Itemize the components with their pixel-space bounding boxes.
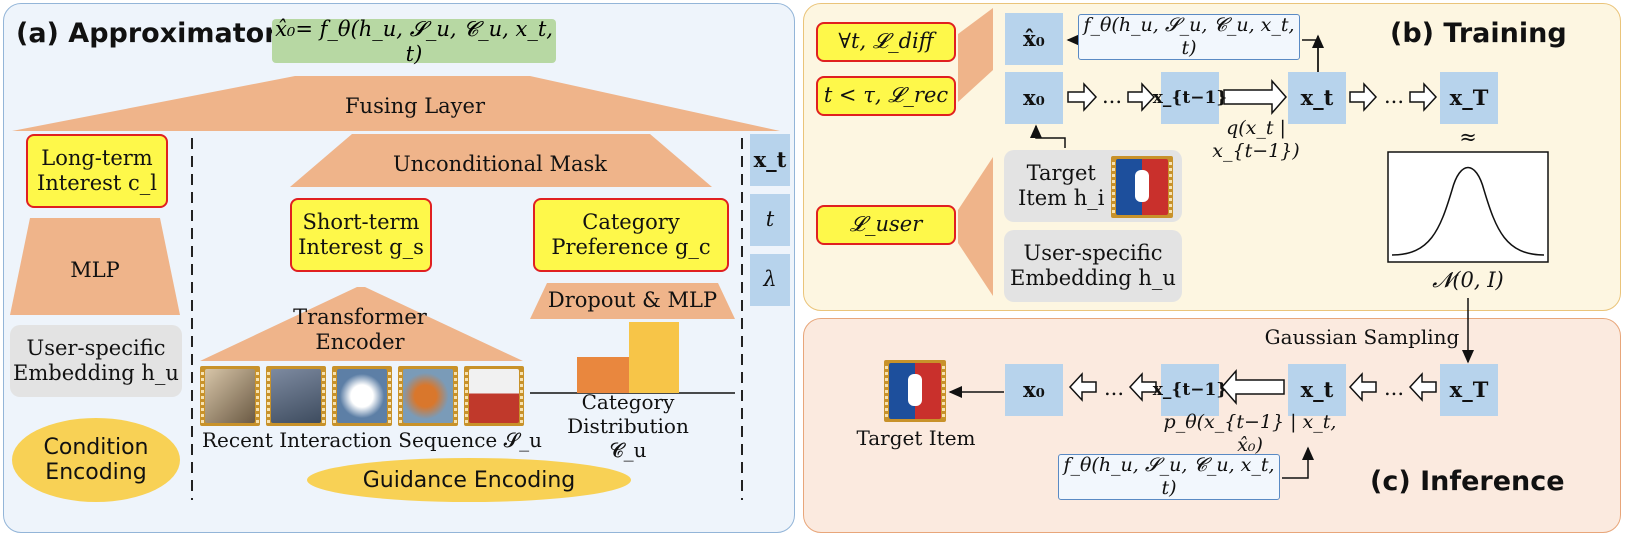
short-term-interest-box: Short-term Interest g_s <box>290 198 432 272</box>
unconditional-mask-label: Unconditional Mask <box>392 152 608 177</box>
sequence-film-3 <box>332 366 392 426</box>
fwd-arrow-3 <box>1349 82 1378 112</box>
user-embedding-box-a: User-specific Embedding h_u <box>10 325 182 397</box>
category-bar-2 <box>629 322 679 393</box>
arrow-ftheta-to-reverse <box>1282 446 1314 479</box>
infer-chain-x0: x₀ <box>1005 364 1063 416</box>
training-title: (b) Training <box>1390 18 1567 49</box>
infer-chain-xt: x_t <box>1288 364 1346 416</box>
train-chain-xtm1: x_{t−1} <box>1153 72 1227 124</box>
gaussian-box <box>1387 151 1549 263</box>
approximator-formula: x̂₀= f_θ(h_u, 𝓢_u, 𝓒_u, x_t, t) <box>272 16 556 66</box>
loss-rec-box: t < τ, 𝓛_rec <box>816 76 956 116</box>
side-input-t: t <box>750 194 790 246</box>
condition-encoding-line1: Condition <box>43 435 149 460</box>
user-embed-b-line2: Embedding h_u <box>1010 266 1176 290</box>
fwd-arrow-2 <box>1127 82 1156 112</box>
fwd-arrow-4 <box>1409 82 1438 112</box>
long-term-line1: Long-term <box>41 145 153 170</box>
rev-arrow-2 <box>1348 372 1377 402</box>
transformer-line1: Transformer <box>293 304 427 329</box>
transformer-shape <box>200 287 523 361</box>
formula-text: x̂₀= f_θ(h_u, 𝓢_u, 𝓒_u, x_t, t) <box>275 16 553 66</box>
fusing-layer-label: Fusing Layer <box>344 94 486 119</box>
transformer-encoder-label: Transformer Encoder <box>280 300 440 360</box>
training-ftheta: f_θ(h_u, 𝓢_u, 𝓒_u, x_t, t) <box>1078 14 1300 60</box>
approx-symbol: ≈ <box>1459 125 1477 150</box>
training-loss-funnel <box>958 8 993 102</box>
target-item-film-b <box>1111 156 1173 218</box>
train-dots-2: ... <box>1383 84 1405 109</box>
sequence-film-2 <box>266 366 326 426</box>
train-dots-1: ... <box>1101 84 1123 109</box>
infer-dots-1: ... <box>1383 376 1405 401</box>
long-term-interest-box: Long-term Interest c_l <box>26 134 168 208</box>
train-chain-x0: x₀ <box>1005 72 1063 124</box>
inference-ftheta: f_θ(h_u, 𝓢_u, 𝓒_u, x_t, t) <box>1058 454 1280 500</box>
transformer-line2: Encoder <box>315 330 405 354</box>
sequence-film-5 <box>464 366 524 426</box>
normal-distribution-label: 𝓝(0, I) <box>1432 268 1504 293</box>
gaussian-curve <box>1391 167 1545 256</box>
nba-logo-icon <box>908 374 922 406</box>
unconditional-mask-shape <box>290 134 712 187</box>
category-pref-line1: Category <box>582 209 680 234</box>
nba-logo-icon <box>1135 170 1149 202</box>
training-x0hat: x̂₀ <box>1005 13 1063 65</box>
side-input-lambda: λ <box>750 254 790 306</box>
fwd-arrow-1 <box>1067 82 1098 112</box>
rev-arrow-3 <box>1128 372 1157 402</box>
train-chain-xt: x_t <box>1288 72 1346 124</box>
approximator-title: (a) Approximator <box>16 18 278 49</box>
loss-diff-box: ∀t, 𝓛_diff <box>816 22 956 62</box>
rev-arrow-big <box>1221 369 1285 405</box>
rev-arrow-1 <box>1408 372 1437 402</box>
arrow-target-to-x0 <box>1030 124 1066 148</box>
inference-title: (c) Inference <box>1370 466 1565 497</box>
infer-dots-2: ... <box>1103 376 1125 401</box>
mlp-shape <box>10 218 180 315</box>
category-dist-line2: Distribution 𝓒_u <box>567 414 689 462</box>
fwd-arrow-big <box>1223 79 1287 115</box>
condition-encoding-pill: Condition Encoding <box>12 418 180 502</box>
user-embedding-box-b: User-specific Embedding h_u <box>1004 230 1182 302</box>
category-distribution-label: Category Distribution 𝓒_u <box>548 390 708 462</box>
category-pref-line2: Preference g_c <box>551 235 711 259</box>
target-item-film-c <box>884 360 946 422</box>
category-dist-line1: Category <box>581 390 675 414</box>
condition-encoding-line2: Encoding <box>45 460 147 485</box>
sequence-film-1 <box>200 366 260 426</box>
gaussian-sampling-label: Gaussian Sampling <box>1264 325 1460 349</box>
arrow-xt-to-ftheta <box>1302 39 1319 72</box>
recent-sequence-label: Recent Interaction Sequence 𝓢_u <box>202 428 542 452</box>
infer-chain-xtm1: x_{t−1} <box>1153 364 1227 416</box>
target-item-line1: Target <box>1026 160 1096 185</box>
short-term-line1: Short-term <box>302 209 420 234</box>
user-embed-a-line1: User-specific <box>26 335 166 360</box>
long-term-line2: Interest c_l <box>36 171 158 195</box>
sequence-film-4 <box>398 366 458 426</box>
guidance-encoding-pill: Guidance Encoding <box>307 458 631 502</box>
side-input-xt: x_t <box>750 134 790 186</box>
category-preference-box: Category Preference g_c <box>533 198 729 272</box>
forward-q-label: q(x_t | x_{t−1}) <box>1212 117 1300 162</box>
loss-user-box: 𝓛_user <box>816 205 956 245</box>
short-term-line2: Interest g_s <box>298 235 424 259</box>
train-chain-xT: x_T <box>1440 72 1498 124</box>
inference-target-item-label: Target Item <box>856 426 976 450</box>
infer-chain-xT: x_T <box>1440 364 1498 416</box>
rev-arrow-4 <box>1068 372 1097 402</box>
user-embed-a-line2: Embedding h_u <box>13 361 179 385</box>
user-loss-funnel <box>958 157 993 296</box>
dropout-mlp-shape <box>530 283 735 319</box>
reverse-p-label: p_θ(x_{t−1} | x_t, x̂₀) <box>1163 411 1337 456</box>
target-item-line2: Item h_i <box>1018 186 1105 210</box>
dropout-mlp-label: Dropout & MLP <box>547 288 718 313</box>
user-embed-b-line1: User-specific <box>1023 240 1163 265</box>
category-bar-1 <box>577 357 629 393</box>
fusing-layer-shape <box>12 76 780 131</box>
mlp-label: MLP <box>70 258 120 283</box>
